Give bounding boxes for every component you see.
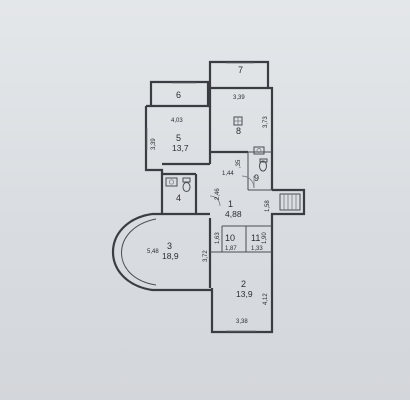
outer-walls bbox=[112, 60, 306, 334]
room-9-number: 9 bbox=[254, 173, 259, 183]
bay-wall-inner bbox=[121, 218, 157, 286]
dim-3-39-left: 3,39 bbox=[151, 138, 157, 150]
bay-wall-outer bbox=[112, 212, 212, 292]
room-1-number: 1 bbox=[228, 199, 233, 209]
toilet-icon bbox=[259, 158, 268, 172]
dim-0-35: ,35 bbox=[236, 159, 242, 168]
room-2-area: 13,9 bbox=[236, 289, 253, 299]
dim-1-90: 1,90 bbox=[262, 232, 268, 244]
room-1-area: 4,88 bbox=[225, 209, 242, 219]
dim-4-12: 4,12 bbox=[263, 293, 269, 305]
room-10-number: 10 bbox=[225, 233, 235, 243]
east-south-wall bbox=[210, 188, 306, 334]
dim-1-33: 1,33 bbox=[251, 246, 263, 252]
dim-1-58: 1,58 bbox=[265, 200, 271, 212]
room-5-area: 13,7 bbox=[172, 143, 189, 153]
dim-3-39-top: 3,39 bbox=[233, 95, 245, 101]
room-5-number: 5 bbox=[176, 133, 181, 143]
dim-3-72: 3,72 bbox=[203, 250, 209, 262]
room-4-number: 4 bbox=[176, 193, 181, 203]
radiator-icon bbox=[233, 116, 243, 126]
bathroom-4-toilet-icon bbox=[182, 177, 191, 192]
room-6-number: 6 bbox=[176, 90, 181, 100]
fixtures bbox=[165, 116, 301, 211]
room-8-number: 8 bbox=[236, 126, 241, 136]
west-wall-upper bbox=[144, 106, 164, 216]
dimension-labels: 4,03 3,39 3,39 3,73 ,35 1,44 2,46 1,58 5… bbox=[147, 95, 271, 325]
door-1-swing-icon bbox=[209, 195, 221, 207]
windows bbox=[146, 62, 256, 332]
dim-1-63: 1,63 bbox=[215, 232, 221, 244]
balcony-7-outline bbox=[208, 60, 270, 88]
interior-walls bbox=[162, 106, 272, 288]
stairs-icon bbox=[279, 193, 301, 211]
balcony-6-outline bbox=[149, 80, 210, 106]
room-7-number: 7 bbox=[238, 65, 243, 75]
room-3-number: 3 bbox=[167, 241, 172, 251]
dim-3-73: 3,73 bbox=[263, 116, 269, 128]
north-wall bbox=[146, 86, 274, 190]
dim-1-87: 1,87 bbox=[225, 246, 237, 252]
dim-4-03: 4,03 bbox=[171, 118, 183, 124]
room-2-number: 2 bbox=[241, 279, 246, 289]
dim-3-38: 3,38 bbox=[236, 319, 248, 325]
bath-sink-icon bbox=[253, 146, 265, 155]
room-11-number: 11 bbox=[251, 233, 260, 243]
dim-2-46: 2,46 bbox=[215, 188, 221, 200]
room-3-area: 18,9 bbox=[162, 251, 179, 261]
dim-1-44: 1,44 bbox=[222, 171, 234, 177]
room-labels: 6 7 5 13,7 8 9 4 1 4,88 10 11 3 18,9 2 1… bbox=[162, 65, 260, 299]
dim-5-48: 5,48 bbox=[147, 249, 159, 255]
bathroom-4-sink-icon bbox=[165, 177, 178, 187]
